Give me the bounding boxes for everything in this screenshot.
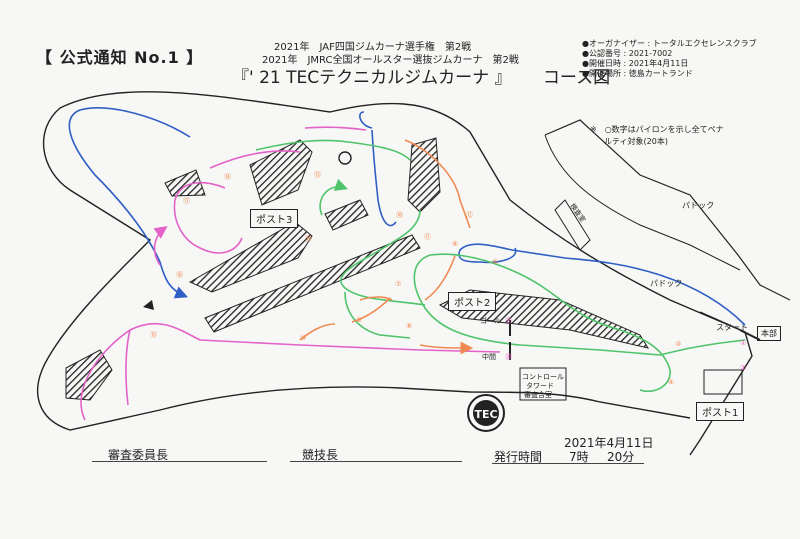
route-orange: [299, 139, 470, 348]
pylon-8: ⑧: [406, 322, 413, 330]
obstacle: [407, 137, 441, 213]
pylon-note-line-1: ※ ○数字はパイロンを示し全てペナ: [590, 125, 724, 134]
course-map-subtitle: コース図: [542, 68, 611, 88]
venue-info: ●開催場所 : 徳島カートランド: [582, 69, 693, 78]
pylon-19: ⑲: [305, 235, 312, 243]
post-3-label: ポスト3: [250, 209, 299, 228]
post-2-label: ポスト2: [448, 292, 497, 311]
clerk-of-course-signature-line: [290, 461, 462, 462]
pylon-10: ⑩: [300, 334, 307, 342]
paddock-boundary: [544, 119, 791, 301]
start-label: スタート: [716, 323, 748, 332]
obstacle: [143, 300, 154, 310]
route-blue: [68, 107, 746, 326]
issue-date: 2021年4月11日: [564, 436, 654, 450]
issue-hour: 7時: [569, 450, 589, 464]
pylon-1: ①: [740, 339, 747, 347]
series-line-2: 2021年 JMRC全国オールスター選抜ジムカーナ 第2戦: [262, 55, 519, 66]
pylon-5: ⑤: [492, 258, 499, 266]
official-notice-label: 【 公式通知 No.1 】: [36, 48, 204, 67]
permit-info: ●公認番号 : 2021-7002: [582, 49, 673, 58]
midpoint-label: 中間: [482, 353, 496, 361]
marker-circle: [338, 151, 352, 165]
route-green: [255, 139, 746, 392]
obstacle: [324, 199, 369, 231]
paddock-label-1: パドック: [682, 201, 715, 210]
pylon-16: ⑯: [176, 271, 183, 279]
clerk-of-course-label: 競技長: [302, 448, 339, 462]
pylon-6: ⑥: [452, 240, 459, 248]
control-tower-building: [519, 367, 567, 401]
date-info: ●開催日時 : 2021年4月11日: [582, 59, 689, 68]
obstacle: [164, 169, 206, 197]
page-title: 『' 21 TECテクニカルジムカーナ 』 コース図: [232, 63, 610, 88]
pylon-7: ⑦: [395, 280, 402, 288]
chief-steward-signature-line: [92, 461, 267, 462]
pylon-9: ⑨: [356, 316, 363, 324]
paddock-boundary-inner: [544, 134, 741, 271]
headquarters-label: 本部: [757, 326, 781, 341]
pylon-21: ㉑: [505, 317, 512, 325]
control-tower-label-2: タワード: [526, 382, 554, 390]
issue-minute: 20分: [607, 450, 635, 464]
organizer-info: ●オーガナイザー : トータルエクセレンスクラブ: [582, 39, 757, 48]
obstacle: [188, 221, 313, 293]
route-pink: [80, 126, 501, 421]
pylon-11: ⑪: [424, 233, 431, 241]
pylon-12: ⑫: [466, 211, 473, 219]
pylon-18: ⑱: [396, 211, 403, 219]
pylon-3: ③: [675, 340, 682, 348]
pylon-4: ④: [668, 378, 675, 386]
club-logo: TEC: [467, 394, 505, 432]
pylon-20: ⑳: [505, 353, 512, 361]
track-outline: [36, 91, 753, 456]
issue-time-label: 発行時間: [494, 450, 543, 464]
event-title: 『' 21 TECテクニカルジムカーナ 』: [232, 68, 512, 88]
pylon-15: ⑮: [150, 331, 157, 339]
pylon-note-line-2: ルティ対象(20本): [604, 137, 668, 146]
chief-steward-label: 審査委員長: [108, 448, 169, 462]
control-tower-label-3: 審査合室: [524, 391, 552, 399]
start-line: [739, 329, 761, 341]
post-1-label: ポスト1: [696, 402, 745, 421]
control-tower-label-1: コントロール: [522, 373, 564, 381]
goal-label: ゴール: [480, 317, 501, 325]
issue-time-underline: [492, 463, 644, 464]
pylon-17: ⑰: [183, 197, 190, 205]
pylon-14: ⑭: [224, 173, 231, 181]
obstacle: [249, 139, 313, 206]
paddock-label-2: パドック: [650, 279, 683, 288]
building-gate: [554, 199, 591, 251]
svg-text:TEC: TEC: [474, 408, 497, 421]
pylon-2: ②: [740, 364, 747, 372]
series-line-1: 2021年 JAF四国ジムカーナ選手権 第2戦: [274, 42, 472, 53]
obstacle: [204, 234, 421, 333]
post-1-building: [703, 369, 743, 395]
pylon-13: ⑬: [314, 171, 321, 179]
